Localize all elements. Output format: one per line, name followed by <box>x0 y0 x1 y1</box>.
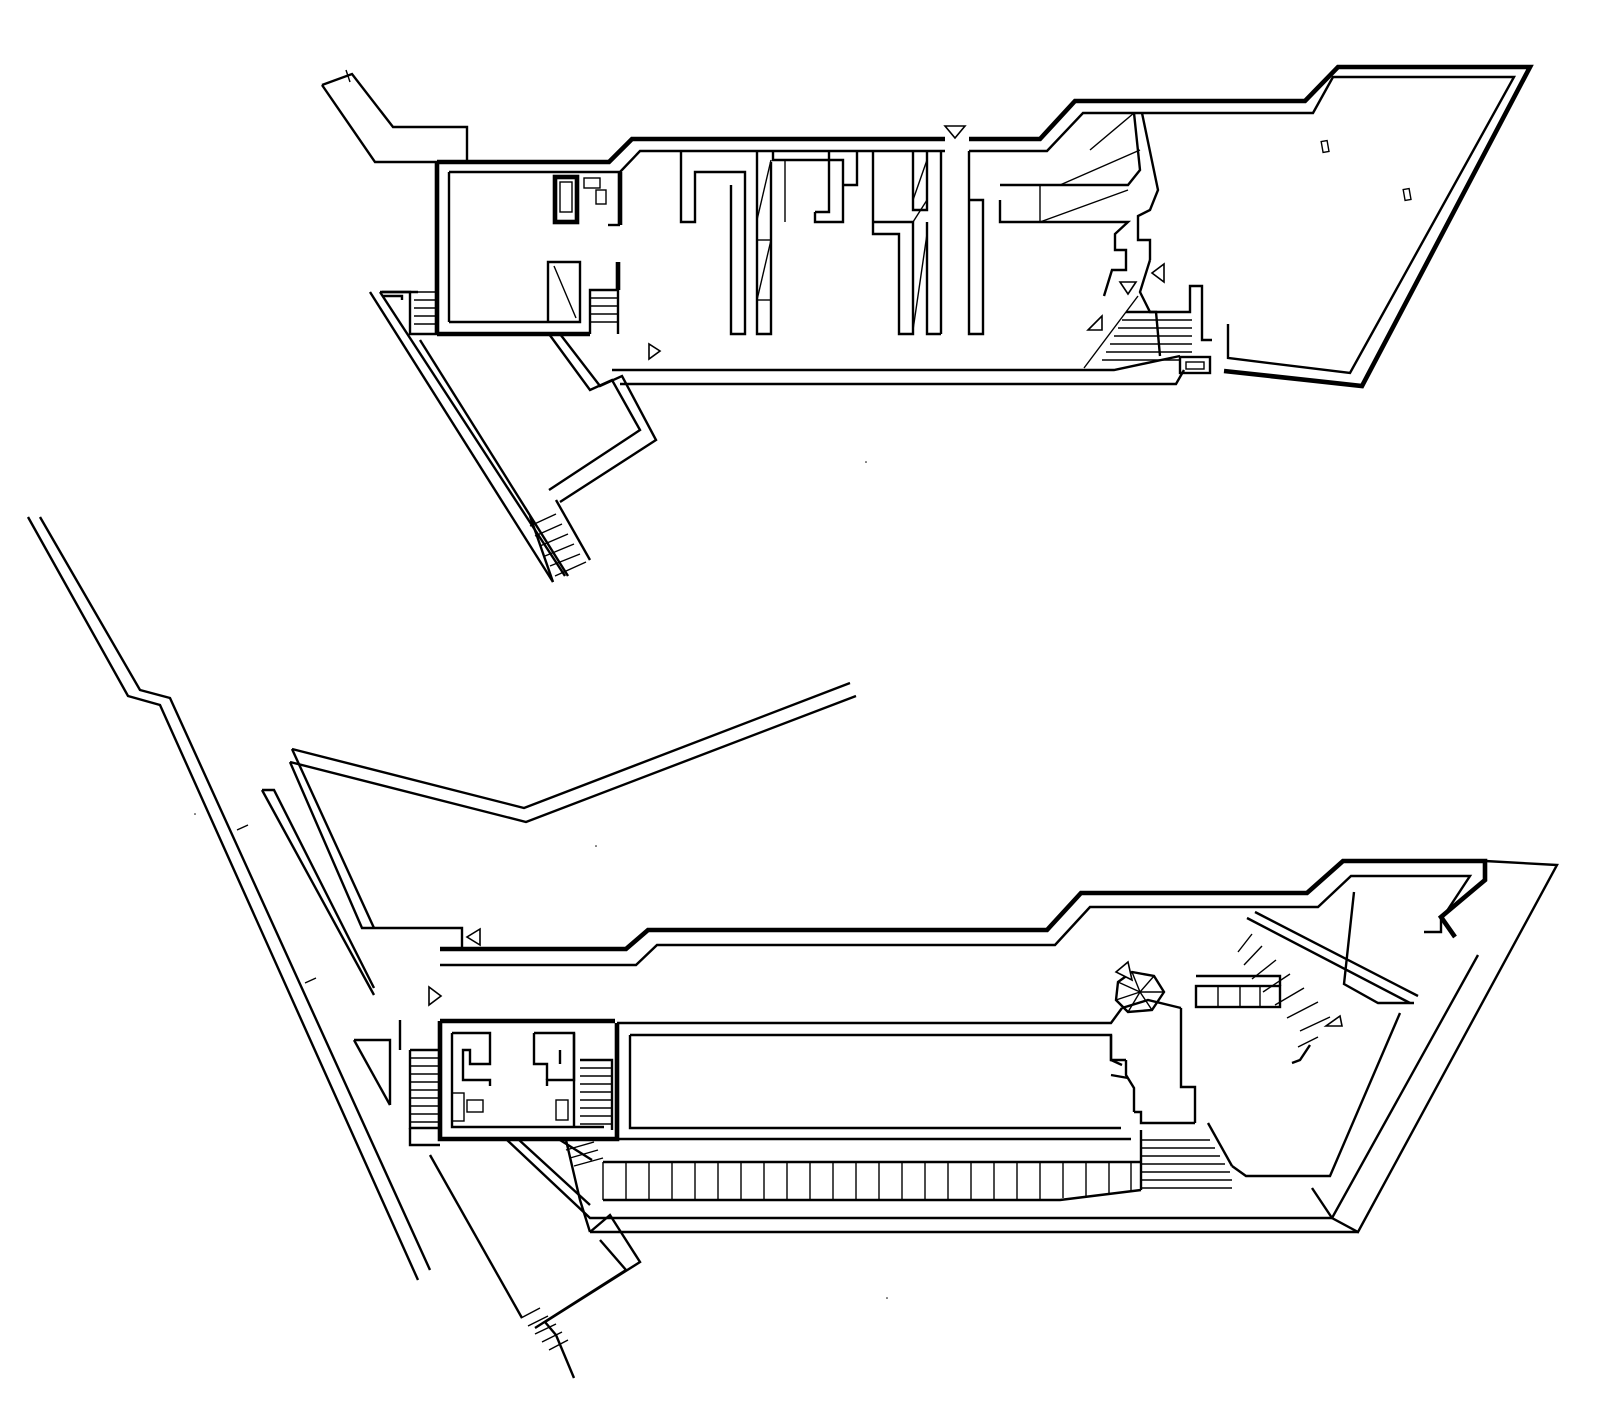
upper-access-ramp <box>321 69 469 164</box>
lower-spiral-stair <box>1114 970 1166 1014</box>
upper-entrance-markers <box>648 125 1165 361</box>
entrance-marker-icon <box>1114 960 1134 982</box>
lower-cabinet-row <box>1194 974 1282 1009</box>
entrance-marker-icon <box>648 342 662 361</box>
upper-cell-walls <box>679 151 985 336</box>
lower-building-outline <box>440 858 1559 1234</box>
upper-columns <box>1320 139 1412 202</box>
lower-stair-center <box>580 1058 614 1130</box>
lower-stair-east <box>1139 1122 1312 1190</box>
entrance-marker-icon <box>1086 314 1103 331</box>
upper-site-path <box>368 290 658 583</box>
lower-site-wall <box>26 516 432 1281</box>
paper-specks <box>194 461 888 1299</box>
lower-wc-block <box>437 1018 620 1142</box>
lower-floor-plan <box>26 516 1559 1379</box>
upper-right-vestibule <box>998 112 1212 375</box>
lower-entrance-markers <box>428 927 1343 1027</box>
entrance-marker-icon <box>428 985 443 1007</box>
entrance-marker-icon <box>943 125 967 140</box>
lower-east-hall <box>1237 891 1419 1178</box>
lower-west-landing <box>352 1020 440 1147</box>
lower-boundary-lines <box>260 681 857 996</box>
lower-long-hall <box>615 998 1197 1141</box>
upper-stair-center <box>588 288 620 334</box>
upper-stair-west <box>380 290 437 336</box>
entrance-marker-icon <box>1323 1014 1343 1027</box>
upper-stair-east <box>1102 310 1192 361</box>
entrance-marker-icon <box>465 927 481 947</box>
upper-wc-fixtures <box>552 172 623 319</box>
lower-step-run <box>602 1160 1142 1202</box>
entrance-marker-icon <box>1150 262 1165 284</box>
lower-site-path <box>428 1138 642 1379</box>
lower-stair-west <box>408 1048 440 1130</box>
entrance-marker-icon <box>1118 281 1138 296</box>
upper-floor-plan <box>321 64 1534 583</box>
